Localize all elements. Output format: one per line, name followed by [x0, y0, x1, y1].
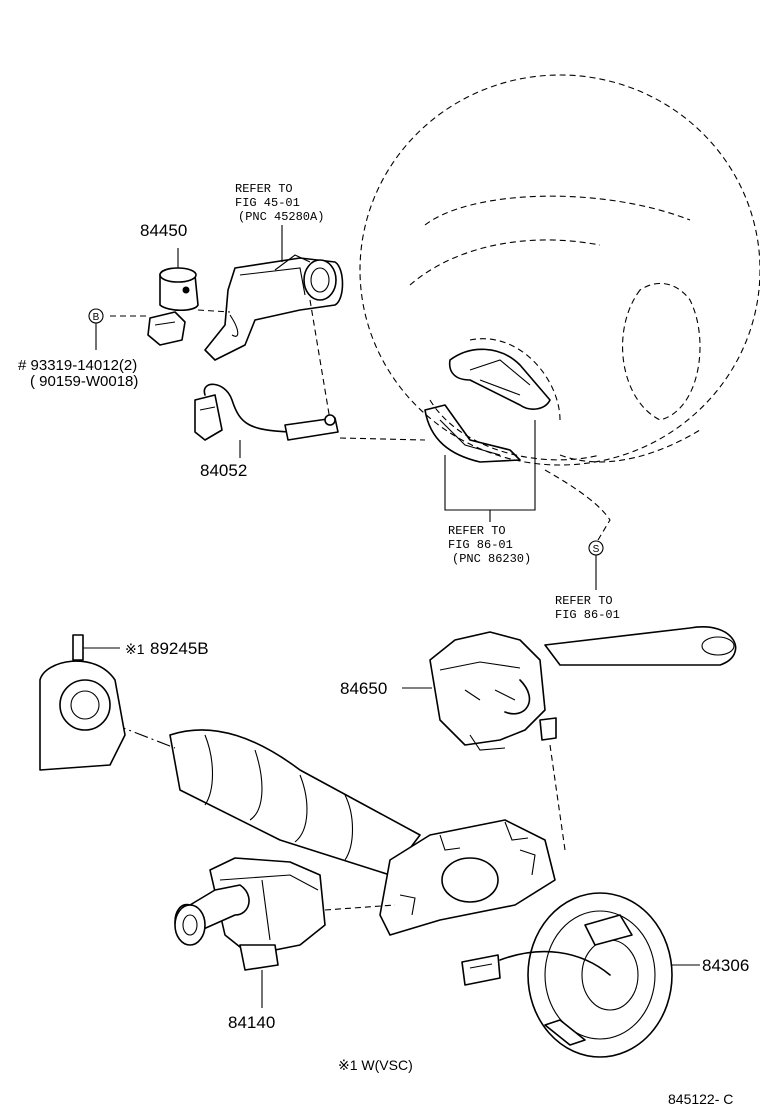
part-label-89245b: 89245B — [150, 639, 209, 658]
svg-text:FIG 86-01: FIG 86-01 — [448, 538, 513, 552]
key-cylinder-84450 — [147, 267, 199, 346]
steering-column — [169, 729, 421, 876]
vsc-note: ※1 W(VSC) — [338, 1057, 413, 1073]
diagram-code: 845122- C — [668, 1091, 733, 1107]
svg-text:FIG 45-01: FIG 45-01 — [235, 196, 300, 210]
bolt-alt-number: ( 90159-W0018) — [30, 373, 138, 390]
steering-wheel-outline — [359, 74, 760, 466]
steering-lock-housing — [204, 254, 344, 361]
refer-45-01: REFER TO FIG 45-01 (PNC 45280A) — [235, 182, 324, 224]
mark-89245b: ※1 — [125, 641, 145, 657]
bolt-part-number: # 93319-14012(2) — [18, 357, 137, 374]
callout-b: B — [88, 308, 104, 350]
svg-text:B: B — [93, 312, 100, 323]
steering-sensor-89245b — [39, 634, 126, 771]
callout-s: S — [588, 540, 604, 590]
svg-text:REFER TO: REFER TO — [555, 594, 613, 608]
combination-switch-84140 — [174, 857, 326, 971]
part-label-84450: 84450 — [140, 221, 187, 240]
svg-text:(PNC 86230): (PNC 86230) — [452, 552, 531, 566]
part-label-84140: 84140 — [228, 1013, 275, 1032]
part-label-84052: 84052 — [200, 461, 247, 480]
combination-switch-84650 — [429, 626, 737, 751]
wheel-center-spiral-cable — [424, 348, 551, 463]
part-label-84306: 84306 — [702, 956, 749, 975]
refer-86-01-pnc: REFER TO FIG 86-01 (PNC 86230) — [448, 524, 531, 566]
svg-text:REFER TO: REFER TO — [448, 524, 506, 538]
part-label-84650: 84650 — [340, 679, 387, 698]
svg-text:REFER TO: REFER TO — [235, 182, 293, 196]
spiral-cable-84306 — [461, 892, 673, 1058]
switch-bracket — [379, 819, 556, 936]
refer-86-01: REFER TO FIG 86-01 — [555, 594, 620, 622]
svg-text:S: S — [593, 544, 600, 555]
wire-harness-84052 — [194, 383, 339, 441]
svg-text:(PNC 45280A): (PNC 45280A) — [238, 210, 324, 224]
svg-text:FIG 86-01: FIG 86-01 — [555, 608, 620, 622]
